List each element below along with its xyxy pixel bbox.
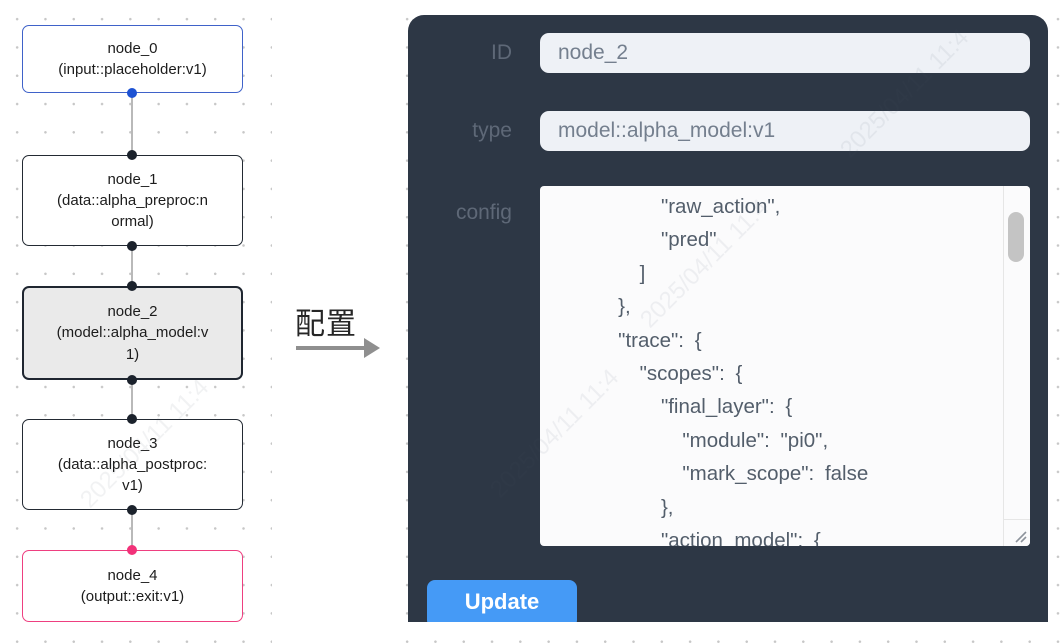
- config-json-text: "raw_action", "pred" ] }, "trace": { "sc…: [618, 195, 869, 546]
- config-scrollbar-thumb[interactable]: [1008, 212, 1024, 262]
- edge-node3-node4: [130, 510, 133, 550]
- config-textarea[interactable]: "raw_action", "pred" ] }, "trace": { "sc…: [540, 186, 1030, 546]
- resize-handle-icon[interactable]: [1010, 526, 1028, 544]
- node-text: node_4(output::exit:v1): [80, 566, 185, 605]
- port-node2-source[interactable]: [127, 375, 137, 385]
- node-text: node_2(model::alpha_model:v1): [56, 303, 209, 363]
- type-field-label: type: [472, 119, 512, 142]
- node-config-panel: ID node_2 type model::alpha_model:v1 con…: [408, 15, 1048, 622]
- flow-node-node_2-selected[interactable]: node_2(model::alpha_model:v1): [22, 286, 243, 380]
- flow-node-node_0[interactable]: node_0(input::placeholder:v1): [22, 25, 243, 93]
- update-button[interactable]: Update: [427, 580, 577, 622]
- node-text: node_3(data::alpha_postproc:v1): [57, 434, 208, 495]
- node-text: node_1(data::alpha_preproc:normal): [57, 170, 208, 231]
- port-node0-source[interactable]: [127, 88, 137, 98]
- id-input[interactable]: node_2: [540, 33, 1030, 73]
- port-node4-target[interactable]: [127, 545, 137, 555]
- port-node1-source[interactable]: [127, 241, 137, 251]
- id-field-label: ID: [491, 41, 512, 64]
- port-node2-target[interactable]: [127, 281, 137, 291]
- edge-node2-node3: [130, 380, 133, 419]
- flow-node-node_4[interactable]: node_4(output::exit:v1): [22, 550, 243, 622]
- config-annotation-label: 配置: [295, 308, 357, 341]
- port-node3-source[interactable]: [127, 505, 137, 515]
- edge-node0-node1: [130, 93, 133, 155]
- right-arrow-head-icon: [364, 338, 380, 358]
- flow-node-node_3[interactable]: node_3(data::alpha_postproc:v1): [22, 419, 243, 510]
- node-text: node_0(input::placeholder:v1): [58, 39, 207, 78]
- edge-node1-node2: [130, 246, 133, 286]
- flow-canvas[interactable]: node_0(input::placeholder:v1) node_1(dat…: [0, 0, 272, 643]
- port-node1-target[interactable]: [127, 150, 137, 160]
- right-arrow-icon: [296, 346, 366, 350]
- port-node3-target[interactable]: [127, 414, 137, 424]
- type-input[interactable]: model::alpha_model:v1: [540, 111, 1030, 151]
- config-field-label: config: [455, 201, 512, 224]
- flow-node-node_1[interactable]: node_1(data::alpha_preproc:normal): [22, 155, 243, 246]
